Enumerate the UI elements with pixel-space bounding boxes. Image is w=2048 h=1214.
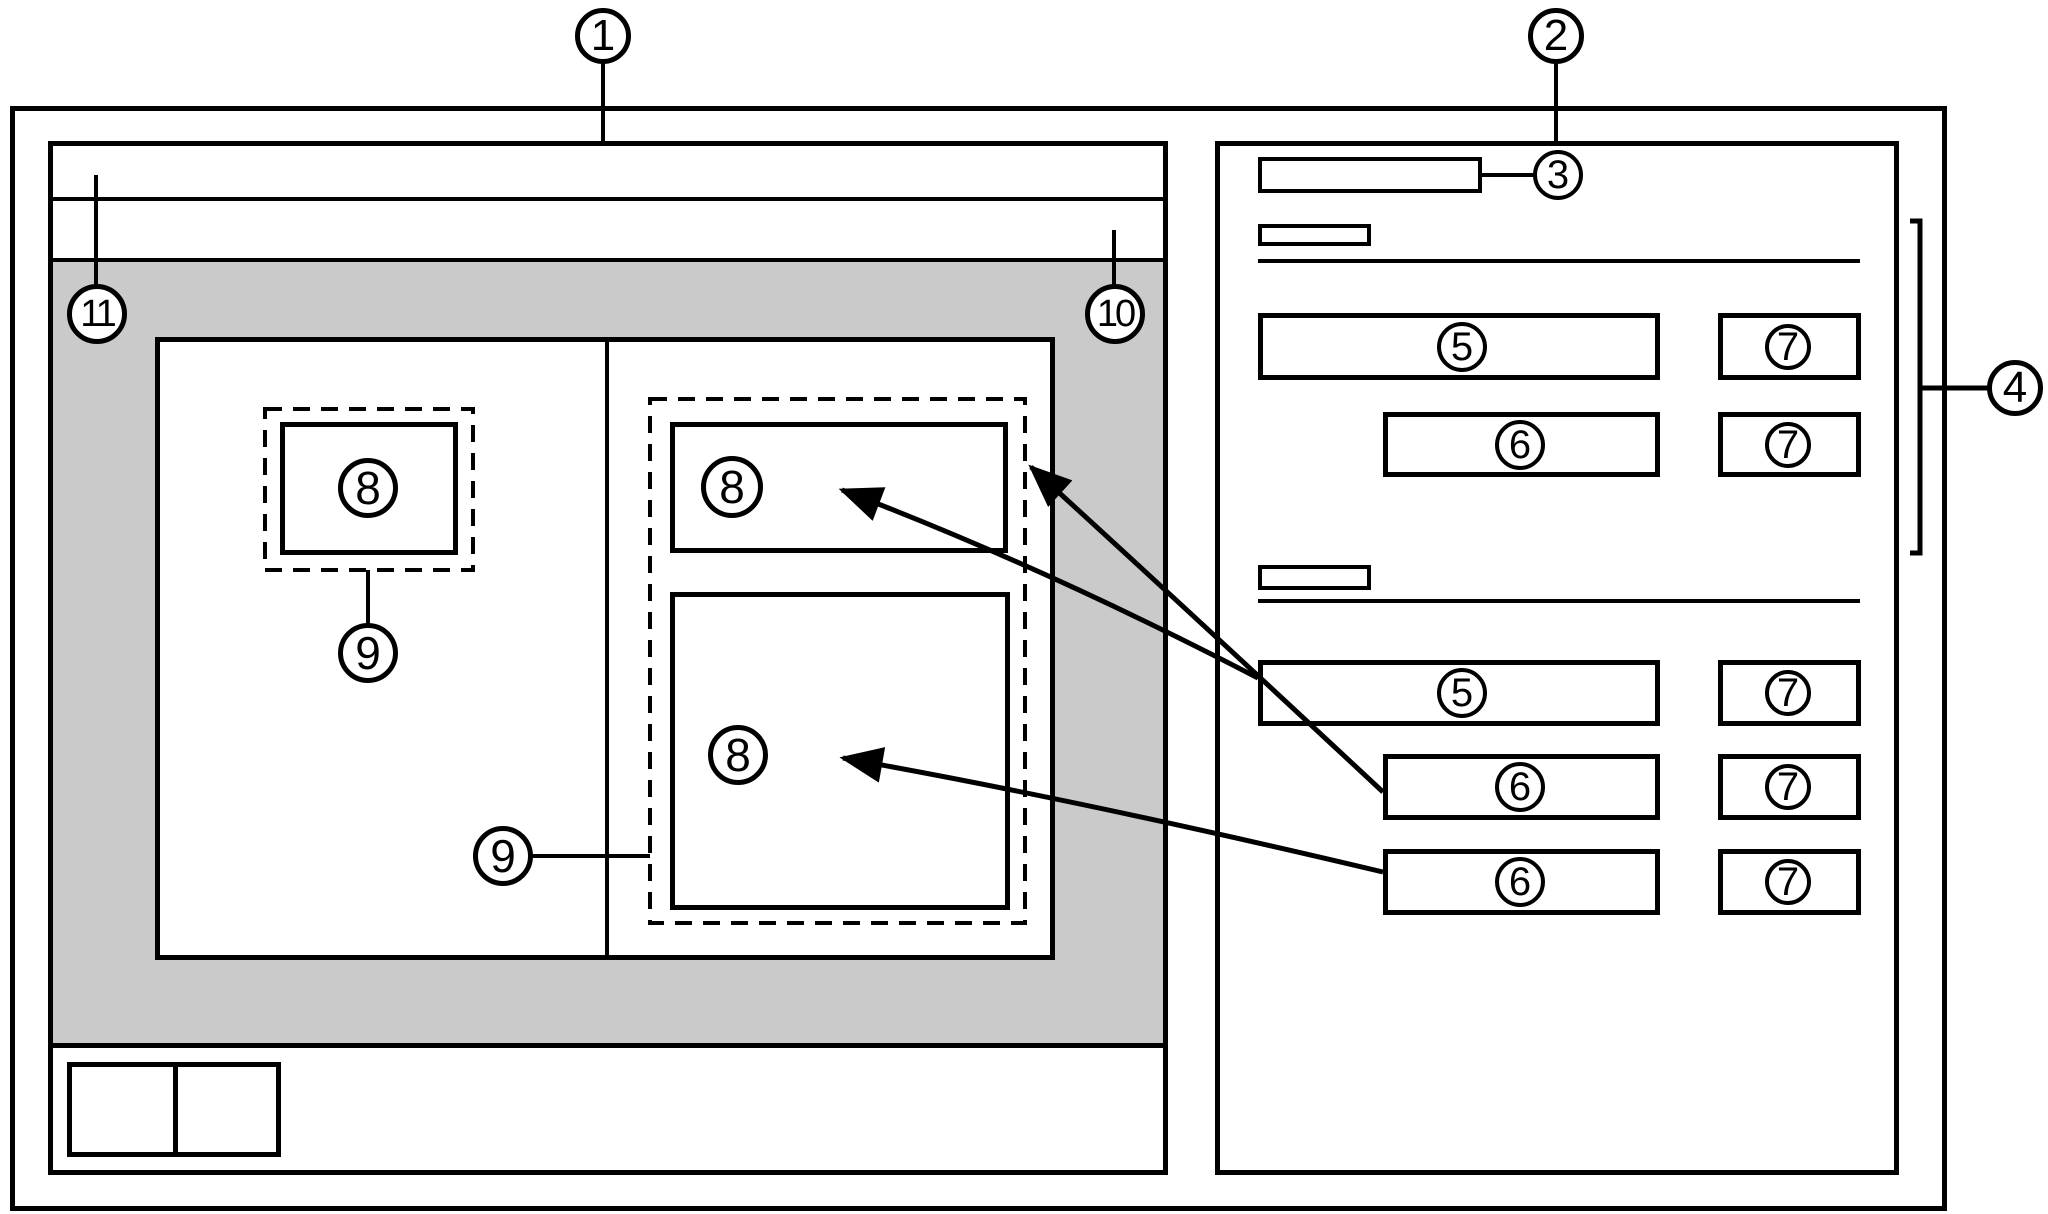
callout-5-row3: 5 bbox=[1437, 668, 1487, 718]
callout-6-row4: 6 bbox=[1495, 762, 1545, 812]
arrow-row5-to-bottom-object bbox=[839, 747, 1384, 875]
callout-3-text-field: 3 bbox=[1533, 150, 1583, 200]
callout-5-row3-label: 5 bbox=[1450, 671, 1474, 715]
callout-7-row5: 7 bbox=[1765, 859, 1811, 905]
callout-11-menu-bar: 11 bbox=[67, 284, 127, 344]
callout-1-application-window: 1 bbox=[575, 8, 631, 64]
callout-7-row3: 7 bbox=[1765, 670, 1811, 716]
callout-7-row4-label: 7 bbox=[1776, 765, 1800, 809]
menu-bar-divider bbox=[53, 197, 1163, 201]
callout-7-row5-label: 7 bbox=[1776, 860, 1800, 904]
callout-9-region-right: 9 bbox=[473, 826, 533, 886]
callout-3-label: 3 bbox=[1546, 153, 1570, 197]
callout-7-row2: 7 bbox=[1765, 422, 1811, 468]
callout-10-label: 10 bbox=[1096, 293, 1136, 335]
callout-8-right-top-label: 8 bbox=[719, 461, 745, 513]
arrow-row3-to-top-object bbox=[838, 487, 1260, 681]
callout-5-row1: 5 bbox=[1437, 322, 1487, 372]
panel-text-field bbox=[1258, 157, 1482, 193]
callout-7-row1-label: 7 bbox=[1776, 325, 1800, 369]
callout-7-row4: 7 bbox=[1765, 764, 1811, 810]
callout-2-side-panel: 2 bbox=[1528, 8, 1584, 64]
workspace-bottom-divider bbox=[53, 1043, 1163, 1048]
callout-10-toolbar: 10 bbox=[1085, 284, 1145, 344]
callout-7-row2-label: 7 bbox=[1776, 423, 1800, 467]
callout-7-row1: 7 bbox=[1765, 324, 1811, 370]
callout-5-row1-label: 5 bbox=[1450, 325, 1474, 369]
arrow-row4-to-dashed-corner bbox=[1028, 464, 1385, 794]
toolbar-divider bbox=[53, 258, 1163, 262]
callout-6-row5-label: 6 bbox=[1508, 860, 1532, 904]
callout-4-bracket bbox=[1910, 218, 1923, 556]
panel-section-rule-bottom bbox=[1258, 599, 1860, 603]
callout-11-label: 11 bbox=[80, 293, 116, 335]
panel-section-tab-top bbox=[1258, 224, 1371, 246]
callout-8-right-bottom-label: 8 bbox=[725, 729, 751, 781]
callout-8-left-label: 8 bbox=[355, 462, 381, 514]
selection-region-dashed-left bbox=[263, 407, 475, 572]
callout-9-right-label: 9 bbox=[490, 830, 516, 882]
callout-7-row3-label: 7 bbox=[1776, 671, 1800, 715]
callout-1-label: 1 bbox=[590, 11, 616, 60]
panel-section-tab-bottom bbox=[1258, 565, 1371, 590]
callout-6-row5: 6 bbox=[1495, 857, 1545, 907]
callout-4-group-bracket: 4 bbox=[1987, 360, 2043, 416]
callout-9-region-left: 9 bbox=[338, 623, 398, 683]
document-center-divider bbox=[605, 342, 609, 955]
callout-4-label: 4 bbox=[2002, 363, 2028, 412]
callout-8-object-right-top: 8 bbox=[701, 456, 763, 518]
callout-9-left-label: 9 bbox=[355, 627, 381, 679]
callout-6-row2: 6 bbox=[1495, 420, 1545, 470]
callout-2-label: 2 bbox=[1543, 11, 1569, 60]
callout-6-row2-label: 6 bbox=[1508, 423, 1532, 467]
panel-section-rule-top bbox=[1258, 259, 1860, 263]
status-box-right bbox=[173, 1062, 281, 1157]
callout-6-row4-label: 6 bbox=[1508, 765, 1532, 809]
status-box-left bbox=[67, 1062, 178, 1157]
callout-8-object-left: 8 bbox=[338, 458, 398, 518]
callout-8-object-right-bottom: 8 bbox=[708, 725, 768, 785]
